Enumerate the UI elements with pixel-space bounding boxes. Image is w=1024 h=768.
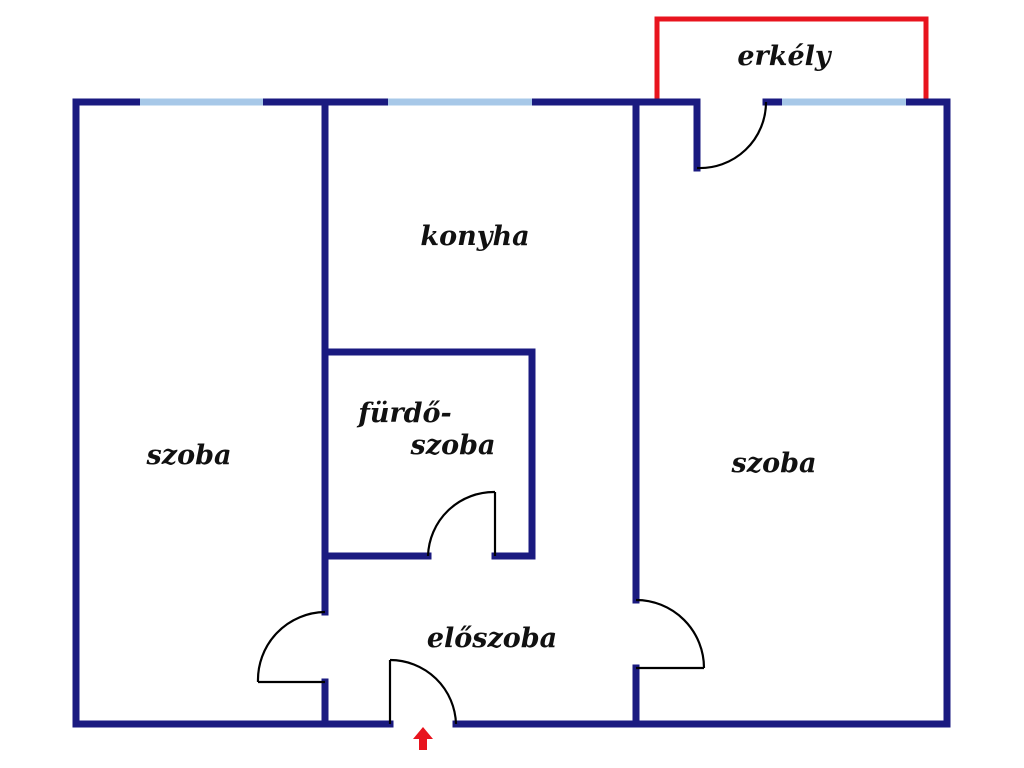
bathroom-door xyxy=(426,490,497,557)
balcony-door xyxy=(696,101,768,170)
left-room-label: szoba xyxy=(146,440,232,471)
entrance-door xyxy=(388,658,458,725)
kitchen-label: konyha xyxy=(420,221,529,252)
balcony-outline xyxy=(654,16,929,100)
balcony-label: erkély xyxy=(737,41,833,72)
bathroom-label-line2: szoba xyxy=(410,430,496,461)
up-arrow-icon xyxy=(413,727,433,750)
interior-walls xyxy=(321,98,701,728)
left-room-door xyxy=(256,610,326,684)
right-room-label: szoba xyxy=(731,448,817,479)
bathroom-label-line1: fürdő- xyxy=(356,398,452,429)
right-room-door xyxy=(635,598,706,670)
doors xyxy=(256,101,768,725)
hall-label: előszoba xyxy=(427,623,557,654)
